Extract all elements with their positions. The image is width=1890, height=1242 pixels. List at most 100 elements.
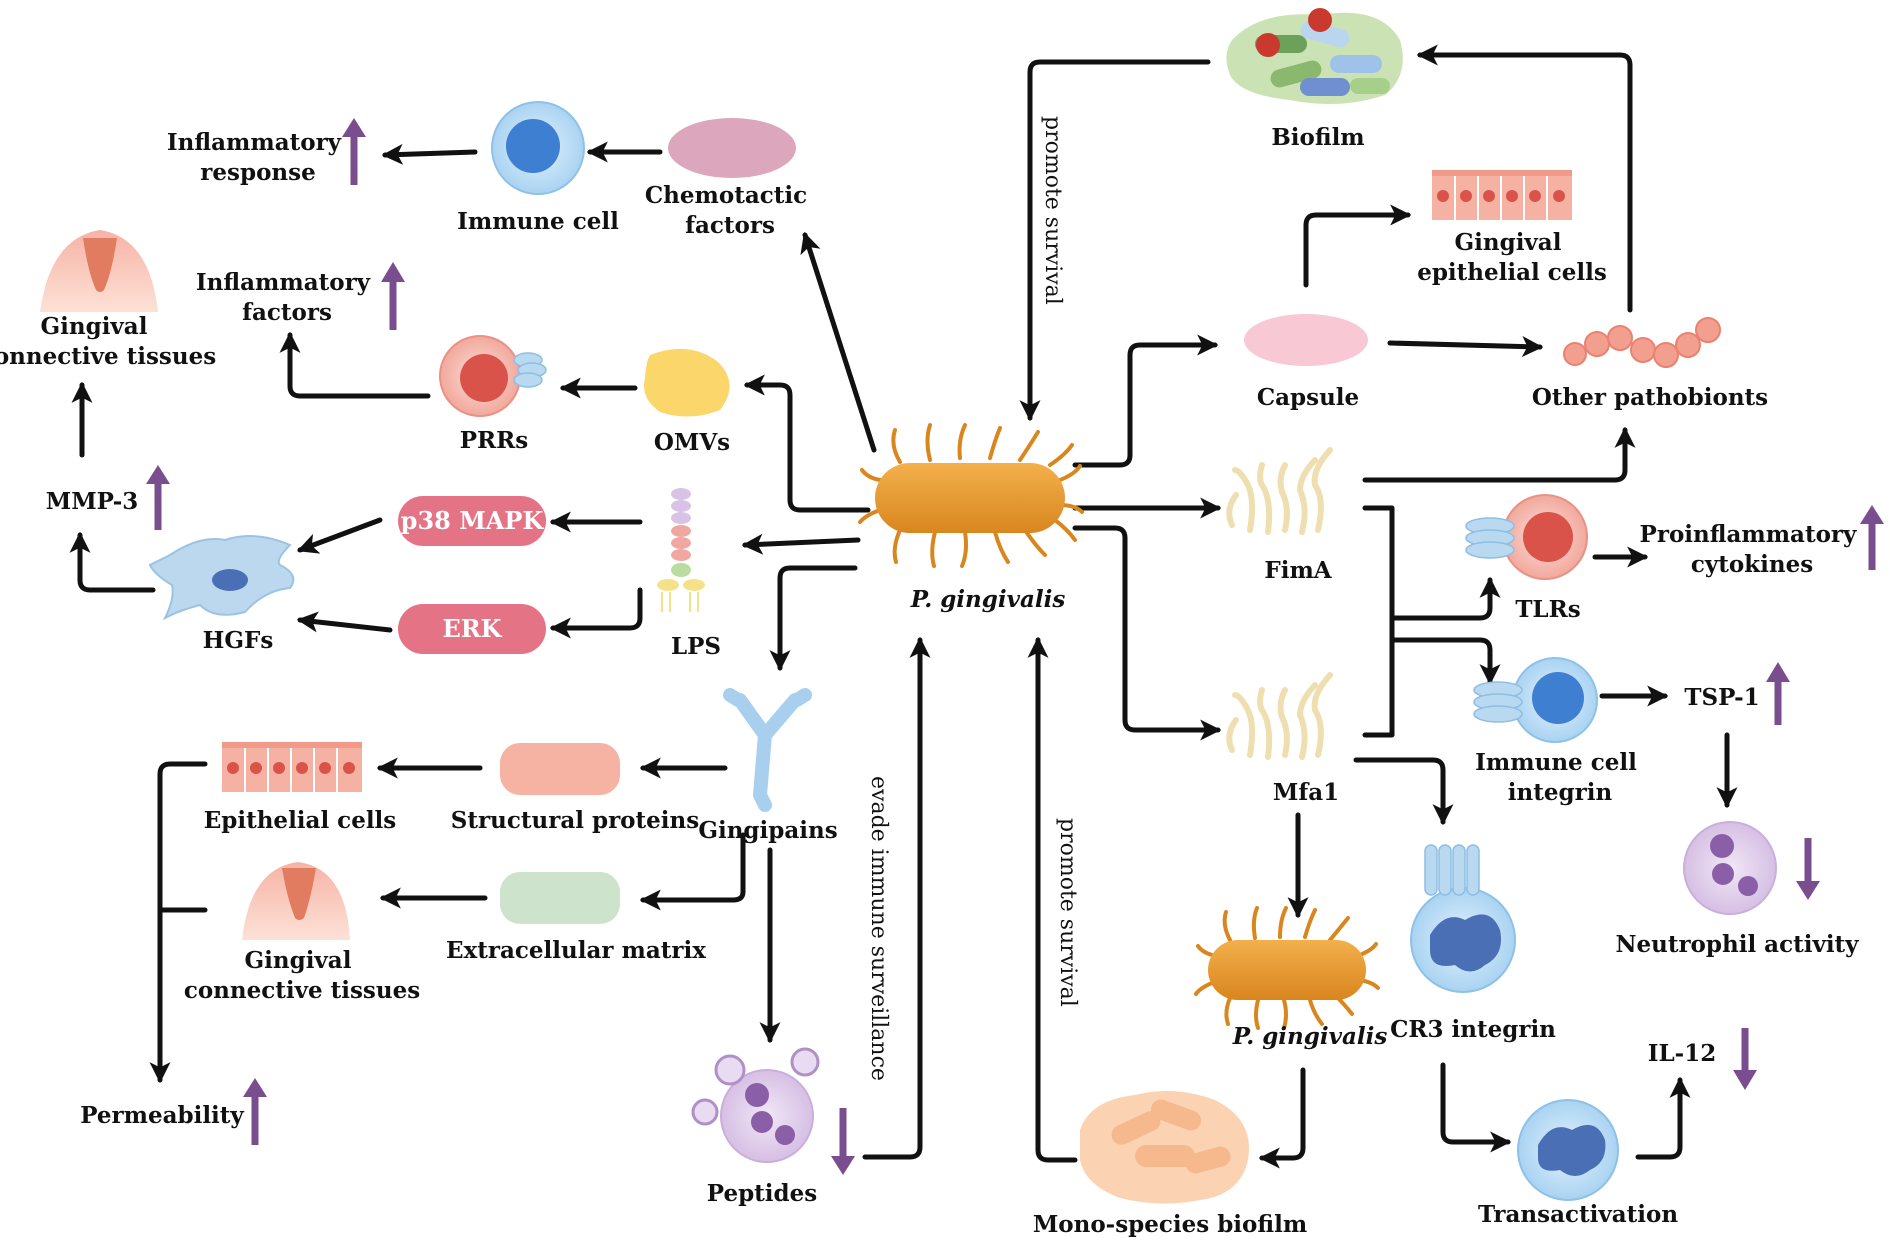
fima-fimbriae-icon [1226, 447, 1333, 535]
transactivation-label: Transactivation [1478, 1201, 1678, 1228]
proinflammatory-cytokines-label: Proinflammatory cytokines [1640, 521, 1865, 578]
il12-down-arrow [1733, 1028, 1757, 1090]
edge-bracket-to-tlrs [1389, 576, 1501, 621]
proinflammatory-up-arrow [1860, 505, 1884, 570]
edge-pg-bottom-to-mono-biofilm [1258, 1067, 1306, 1169]
promote-survival-bottom-label: promote survival [1055, 818, 1080, 1007]
edge-other-to-biofilm [1416, 44, 1633, 313]
peptides-neutrophil-icon [691, 1047, 820, 1163]
edges [69, 44, 1738, 1169]
prrs-label: PRRs [460, 427, 528, 454]
edge-epithelial-to-permeability [149, 761, 208, 1084]
edge-pg-to-omvs [743, 374, 871, 513]
pg-center-bacterium-icon [858, 423, 1084, 568]
lps-label: LPS [671, 633, 721, 660]
edge-pg-to-chemotactic [800, 232, 877, 453]
inflammatory-factors-label: Inflammatory factors [196, 269, 378, 326]
edge-p38-to-hgfs [297, 517, 383, 554]
extracellular-matrix-icon [500, 872, 620, 924]
capsule-label: Capsule [1257, 384, 1359, 411]
evade-immune-surveillance-label: evade immune surveillance [866, 776, 891, 1081]
edge-erk-to-hgfs [296, 611, 393, 633]
peptides-label: Peptides [707, 1180, 817, 1207]
edge-capsule-to-gingival-epithelial [1303, 204, 1412, 288]
gct-top-label: Gingival connective tissues [0, 313, 216, 370]
mmp3-up-arrow [146, 465, 170, 530]
immune-cell-integrin-icon [1473, 657, 1598, 743]
edge-hgfs-to-mmp3 [69, 531, 156, 593]
edge-pg-to-capsule [1072, 334, 1219, 468]
labels: P. gingivalis Inflammatory response Immu… [0, 116, 1865, 1238]
structural-proteins-icon [500, 743, 620, 795]
epithelial-cells-label: Epithelial cells [204, 807, 397, 834]
p38-mapk-label: p38 MAPK [401, 506, 545, 535]
mono-species-biofilm-icon [1080, 1091, 1250, 1204]
structural-proteins-label: Structural proteins [451, 807, 699, 834]
biofilm-icon [1226, 8, 1403, 104]
p38-mapk-pill [398, 496, 546, 546]
edge-mono-biofilm-to-pg [1027, 636, 1078, 1163]
edge-gingipains-to-ecm [639, 832, 746, 911]
permeability-label: Permeability [80, 1102, 244, 1129]
tlrs-icon [1465, 494, 1588, 580]
gingival-epithelial-cells-icon [1432, 170, 1572, 220]
other-pathobionts-icon [1563, 317, 1721, 368]
fima-label: FimA [1264, 557, 1332, 584]
transactivation-cell-icon [1517, 1099, 1619, 1201]
lps-icon [657, 488, 705, 612]
edge-cr3-to-transactivation [1440, 1062, 1512, 1153]
chemotactic-factors-icon [668, 118, 796, 178]
biofilm-label: Biofilm [1271, 124, 1364, 151]
edge-bracket-to-immune-integrin [1389, 637, 1501, 686]
mfa1-label: Mfa1 [1273, 779, 1339, 806]
epithelial-cells-icon [222, 742, 362, 792]
immune-cell-integrin-label: Immune cell integrin [1475, 749, 1645, 806]
edge-lps-to-erk [549, 587, 643, 639]
edge-pg-to-mfa1 [1072, 525, 1222, 741]
edge-prrs-to-inflammatory-factors [279, 331, 431, 399]
edge-mfa1-to-cr3 [1353, 757, 1454, 826]
peptides-down-arrow [831, 1108, 855, 1175]
erk-label: ERK [442, 614, 502, 643]
omvs-label: OMVs [654, 429, 730, 456]
edge-fima-to-other [1362, 426, 1636, 483]
other-pathobionts-label: Other pathobionts [1532, 384, 1768, 411]
edge-biofilm-to-pg [1019, 59, 1211, 422]
inflammatory-response-up-arrow [342, 118, 366, 185]
promote-survival-top-label: promote survival [1040, 116, 1065, 305]
mono-species-biofilm-label: Mono-species biofilm [1033, 1211, 1307, 1238]
neutrophil-icon [1683, 821, 1777, 915]
il12-label: IL-12 [1648, 1040, 1716, 1067]
edge-fima-mfa1-bracket [1362, 505, 1395, 738]
gct-bottom-tissue-icon [242, 862, 350, 940]
indicator-arrows [146, 118, 1884, 1175]
tsp1-up-arrow [1766, 662, 1790, 725]
inflammatory-response-label: Inflammatory response [167, 129, 349, 186]
immune-cell-icon [491, 101, 585, 195]
gct-bottom-label: Gingival connective tissues [184, 947, 420, 1004]
neutrophil-activity-label: Neutrophil activity [1615, 931, 1859, 958]
hgfs-fibroblast-icon [148, 535, 295, 621]
edge-pg-to-lps [741, 533, 861, 555]
omvs-icon [644, 348, 730, 417]
cr3-integrin-icon [1410, 844, 1516, 993]
extracellular-matrix-label: Extracellular matrix [446, 937, 706, 964]
prrs-icon [439, 335, 547, 417]
pg-bottom-label: P. gingivalis [1232, 1023, 1388, 1050]
immune-cell-label: Immune cell [457, 208, 619, 235]
cr3-integrin-label: CR3 integrin [1390, 1016, 1556, 1043]
gct-top-tissue-icon [40, 230, 158, 312]
permeability-up-arrow [243, 1078, 267, 1145]
mmp3-label: MMP-3 [46, 488, 139, 515]
inflammatory-factors-up-arrow [381, 262, 405, 330]
tsp1-label: TSP-1 [1684, 684, 1759, 711]
pg-bottom-bacterium-icon [1194, 906, 1380, 1030]
neutrophil-down-arrow [1796, 838, 1820, 900]
edge-peptides-to-pg [862, 636, 931, 1160]
gingival-epithelial-label: Gingival epithelial cells [1417, 229, 1607, 286]
gingipains-label: Gingipains [698, 817, 837, 844]
edge-transactivation-to-il12 [1635, 1076, 1691, 1160]
hgfs-label: HGFs [203, 627, 274, 654]
gingipains-icon [723, 688, 812, 812]
